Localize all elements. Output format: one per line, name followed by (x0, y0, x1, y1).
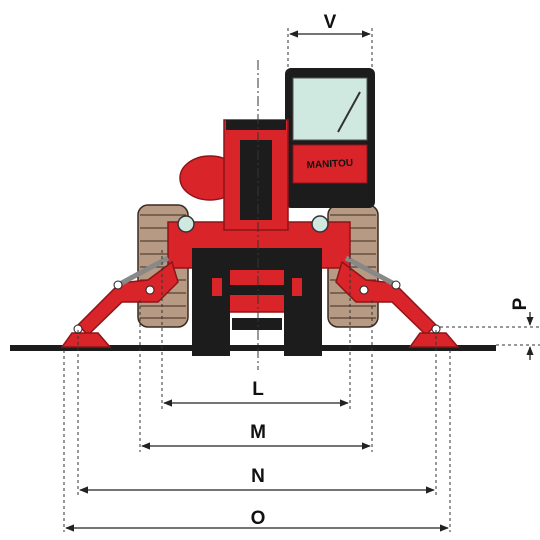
boom-mast (223, 119, 289, 231)
left-headlight (177, 215, 195, 233)
dimension-n: N (79, 466, 435, 494)
fork-carriage (192, 248, 322, 356)
left-stabilizer (60, 255, 179, 348)
dimension-n-label: N (251, 466, 265, 487)
dimension-o: O (65, 508, 449, 532)
brand-logo: MANITOU (306, 158, 353, 171)
dimension-v: V (289, 12, 371, 38)
ground-line (10, 345, 496, 351)
right-stabilizer (335, 255, 460, 348)
dimension-m-label: M (250, 422, 266, 443)
dimension-p-label: P (510, 297, 531, 310)
dimension-l: L (163, 379, 349, 407)
dimension-p: P (510, 297, 534, 360)
dimension-v-label: V (324, 12, 337, 33)
dimension-m: M (141, 422, 371, 450)
dimension-l-label: L (252, 379, 264, 400)
dimension-o-label: O (251, 508, 266, 529)
right-headlight (311, 215, 329, 233)
operator-cab: MANITOU (285, 68, 375, 208)
